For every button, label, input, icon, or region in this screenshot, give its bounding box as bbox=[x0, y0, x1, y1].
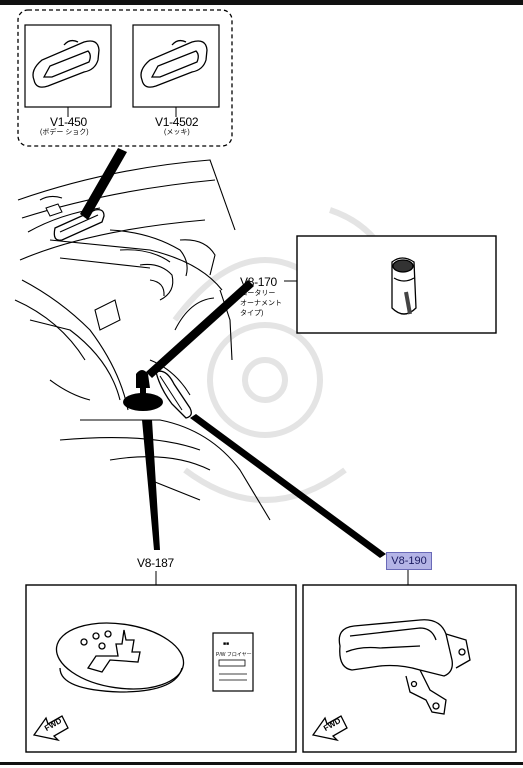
mirror-callout-wedge bbox=[80, 148, 127, 220]
mirror-body-part-desc: (ボデー ショク) bbox=[40, 129, 89, 136]
leaflet-drawing bbox=[212, 632, 254, 692]
knob-desc-line-2: オーナメント bbox=[240, 300, 282, 307]
mirror-body-part-code: V1-450 bbox=[50, 115, 87, 129]
handbrake-callout-wedge bbox=[190, 414, 386, 558]
leaflet-heading: ■■ bbox=[223, 641, 230, 647]
mirror-body-frame bbox=[24, 24, 112, 108]
handbrake-drawing bbox=[338, 619, 471, 715]
top-border bbox=[0, 0, 523, 5]
bottom-border bbox=[0, 762, 523, 765]
handbrake-part-code[interactable]: V8-190 bbox=[386, 552, 432, 570]
shift-knob-on-car bbox=[123, 370, 192, 419]
interior-drawing bbox=[14, 159, 271, 521]
mirror-chrome-frame bbox=[132, 24, 220, 108]
mirror-chrome-part-code: V1-4502 bbox=[155, 115, 199, 129]
mirror-chrome-part-desc: (メッキ) bbox=[164, 129, 190, 136]
shift-plate-drawing bbox=[55, 622, 185, 693]
fwd-arrow-right bbox=[311, 715, 348, 742]
shift-plate-part-code: V8-187 bbox=[137, 556, 174, 570]
shift-plate-callout-wedge bbox=[142, 420, 160, 550]
knob-part-code: V8-170 bbox=[240, 275, 277, 289]
fwd-arrow-left bbox=[32, 715, 69, 742]
knob-desc-line-3: タイプ) bbox=[240, 310, 264, 317]
leaflet-text: P/W フロイヤー bbox=[216, 652, 252, 658]
rearview-mirror-on-car bbox=[45, 203, 105, 241]
mirror-body-drawing bbox=[32, 39, 100, 88]
mirror-callout-box bbox=[17, 9, 233, 147]
mirror-chrome-drawing bbox=[140, 39, 208, 88]
rotary-knob-drawing bbox=[391, 257, 417, 315]
knob-callout-wedge bbox=[146, 280, 254, 378]
knob-desc-line-1: (ロータリー bbox=[238, 290, 276, 297]
